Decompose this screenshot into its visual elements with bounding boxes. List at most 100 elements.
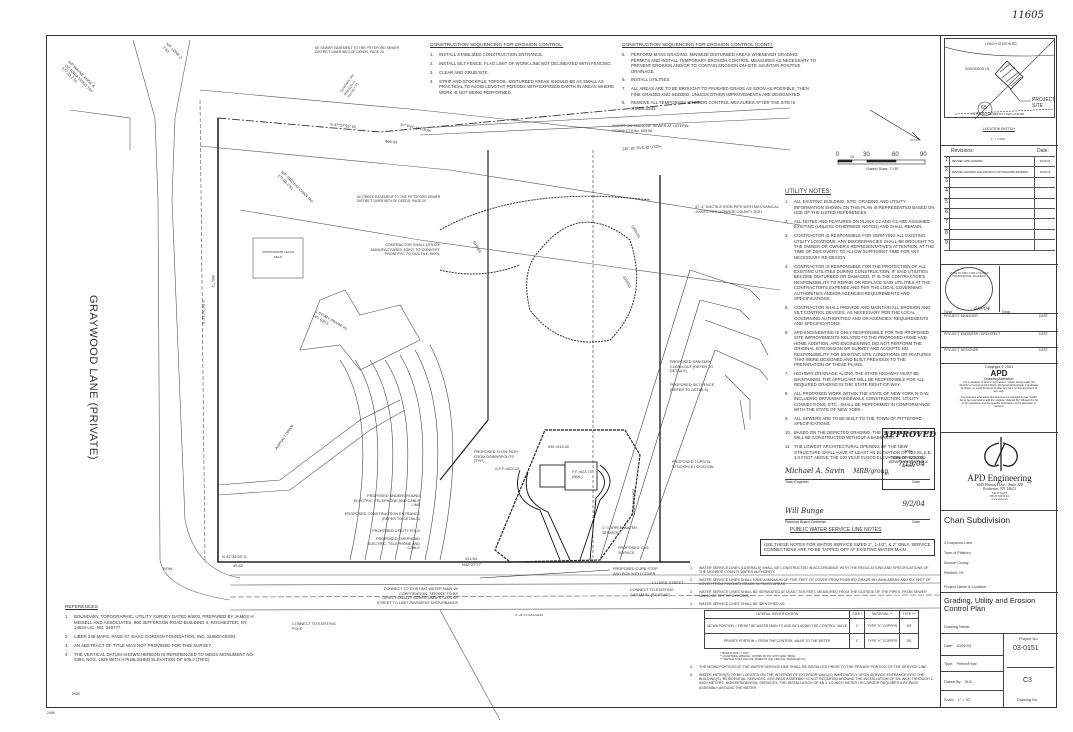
note-number: 4. bbox=[65, 651, 69, 657]
signature-note: MRB/group bbox=[853, 468, 889, 475]
revisions-date-label: Date: bbox=[1037, 148, 1049, 154]
scale-tick-30: 30 bbox=[863, 152, 870, 158]
note-list: 1.INSTALL STABILIZED CONSTRUCTION ENTRAN… bbox=[430, 52, 615, 95]
revision-description bbox=[950, 240, 1035, 250]
creek-easement-label: 60' CREEK EASEMENT TO THE PITTSFORD SEWE… bbox=[357, 195, 441, 203]
overhead-utility-label: PROPOSED OVERHEAD ELECTRIC, TELEPHONE AN… bbox=[367, 537, 420, 551]
title-block: LEHIGH STATION RD. GRAYWOOD LN 65 PROJEC… bbox=[940, 35, 1058, 708]
note-item: 2. LIBER 238 MAPS, PAGE 67 ISAAC GORDON F… bbox=[65, 634, 255, 639]
construction-sequencing-cont-title: CONSTRUCTION SEQUENCING FOR EROSION CONT… bbox=[622, 43, 774, 48]
construction-entrance-label: PROPOSED CONSTRUCTION ENTRANCE (REFER TO… bbox=[344, 512, 420, 521]
note-text: ALL PROPOSED WORK WITHIN THE STATE OF NE… bbox=[794, 390, 931, 412]
ductile-pipe-label: 47'-4" DUCTILE IRON PIPE WITH MECHANICAL… bbox=[695, 205, 779, 214]
water-service-title: PUBLIC WATER SERVICE LINE NOTES bbox=[790, 527, 882, 533]
drawing-no-label: Drawing No. bbox=[1017, 698, 1038, 702]
table-header: SIZE * bbox=[849, 609, 866, 619]
scale-label: Scale: bbox=[944, 698, 955, 702]
revision-description bbox=[950, 219, 1035, 229]
construction-sequencing-cont-notes: CONSTRUCTION SEQUENCING FOR EROSION CONT… bbox=[622, 43, 817, 115]
project-site-marker bbox=[994, 60, 1024, 90]
underground-utility-label: PROPOSED UNDERGROUND ELECTRIC, TELEPHONE… bbox=[353, 494, 420, 508]
invert-label: INVERT ON MAINLINE SEWER AT LATERAL CONN… bbox=[612, 124, 690, 133]
clover-street-label: CLOVER STREET bbox=[652, 581, 684, 585]
revision-row: 9 bbox=[944, 240, 1055, 251]
planning-board-signature-block: Will Bunge 9/2/04 Planning Board Chairma… bbox=[785, 500, 930, 524]
note-item: 1.BOUNDARY, TOPOGRAPHIC, UTILITY SURVEY … bbox=[65, 614, 255, 630]
easement-line bbox=[199, 145, 801, 226]
table-cell: DS bbox=[899, 617, 919, 634]
table-header: TYPE *** bbox=[899, 609, 919, 619]
note-text: ALL SEWERS ARE TO BE BUILT TO THE TOWN O… bbox=[794, 415, 922, 427]
revision-row: 7 bbox=[944, 219, 1055, 230]
revision-number: 2 bbox=[944, 167, 950, 177]
project-no: 03-0151 bbox=[1013, 645, 1039, 652]
note-number: 2. bbox=[430, 61, 434, 67]
note-text: PERFORM MASS GRADING. MINIMIZE DISTURBED… bbox=[631, 52, 817, 74]
footnote: * MINIMUM SIZE = 1 INCH bbox=[720, 651, 749, 655]
note-number: 8. bbox=[622, 100, 626, 106]
note-item: 5.CONTRACTOR SHALL PROVIDE AND MAINTAIN … bbox=[785, 305, 935, 327]
footer-code: 2408 bbox=[72, 692, 80, 696]
note-number: 4. bbox=[785, 263, 789, 269]
revision-number: 7 bbox=[944, 219, 950, 229]
table-header: MATERIAL ** bbox=[864, 609, 901, 619]
note-text: CONTRACTOR IS RESPONSIBLE FOR VERIFYING … bbox=[794, 233, 935, 260]
planning-board-label: Planning Board Chairman bbox=[785, 520, 827, 524]
seal-text: STATE OF NEW YORK LICENSED PROFESSIONAL … bbox=[949, 272, 989, 278]
project-manager-label: PROJECT MANAGER bbox=[944, 314, 978, 318]
note-number: 4. bbox=[690, 601, 693, 606]
project-designer-date: DATE bbox=[1039, 348, 1048, 352]
note-item: 6.WATER METER(S) TO BE LOCATED ON THE IN… bbox=[690, 673, 935, 690]
proposed-contours bbox=[517, 464, 611, 561]
approval-stamp: APPROVED DATE TOWN OF PITTSFORD DEPARTME… bbox=[882, 428, 936, 490]
seal-label: Seal bbox=[944, 309, 953, 314]
utility-notes: UTILITY NOTES:1.ALL EXISTING BUILDING, S… bbox=[785, 189, 935, 464]
alteration-text-1: It is a violation of law for any person,… bbox=[959, 381, 1039, 394]
house-footprint bbox=[564, 461, 598, 491]
table-cell: SS bbox=[899, 632, 919, 649]
town-line-road bbox=[954, 108, 1056, 115]
distance-south-2: 411.54 bbox=[465, 556, 477, 561]
neighbor-line bbox=[69, 109, 131, 150]
table-cell: TYPE "K" COPPER bbox=[864, 632, 901, 649]
note-number: 7. bbox=[785, 371, 789, 377]
date-field-label: Date: bbox=[944, 644, 954, 648]
bearing-south-2: N42°27'27" bbox=[462, 562, 483, 567]
apd-small-logo: APD bbox=[990, 369, 1008, 379]
table-cell: 1" bbox=[849, 617, 866, 634]
revision-number: 6 bbox=[944, 208, 950, 219]
route-number: 65 bbox=[981, 105, 988, 111]
note-number: 5. bbox=[785, 304, 789, 310]
date-label: Date bbox=[912, 520, 920, 524]
note-number: 2. bbox=[65, 634, 69, 640]
town-engineer-signature-block: Michael A. Savin MRB/group 7/19/04 Town … bbox=[785, 460, 930, 484]
note-text: REMOVE ALL TEMPORARY EROSION CONTROL MEA… bbox=[631, 100, 796, 111]
note-number: 5. bbox=[622, 52, 626, 58]
water-main-connection-label: CONNECT TO EXISTING WATER MAIN W/ CORPOR… bbox=[376, 587, 458, 605]
revision-row: 4 bbox=[944, 188, 1055, 199]
planning-board-signature: Will Bunge bbox=[785, 507, 824, 515]
invert-elevation-label: INV.=615.40 bbox=[548, 445, 569, 449]
note-text: LIBER 238 MAPS, PAGE 67 ISAAC GORDON FOU… bbox=[74, 634, 236, 640]
drawn-by-value: SLB bbox=[964, 680, 972, 684]
lehigh-road-line bbox=[945, 46, 1056, 57]
table-row: PRIVATE PORTION = FROM THE CONTROL VALVE… bbox=[703, 632, 919, 649]
row-label: ROW bbox=[163, 567, 173, 571]
flow-path-label: PROPOSED FLOW PATH FROM DOWNSPOUTS (TYP.… bbox=[474, 450, 519, 464]
note-item: 3.CLEAR AND GRUB SITE. bbox=[430, 70, 615, 75]
water-service-notes: 1.WATER SERVICE LINES (LATERALS) SHALL B… bbox=[690, 566, 935, 693]
revision-row: 3 bbox=[944, 177, 1055, 189]
topsoil-label: PROPOSED TOPSOIL STOCKPILE LOCATION bbox=[672, 460, 714, 469]
revision-number: 5 bbox=[944, 198, 950, 208]
note-text: HIGHWAY DRAINAGE ALONG THE STATE HIGHWAY… bbox=[794, 371, 925, 387]
gas-service-label: PROPOSED GAS SERVICE bbox=[618, 546, 649, 555]
firm-fax: 585.273.0274 fax bbox=[989, 495, 1010, 499]
drawing-name: Grading, Utility and Erosion Control Pla… bbox=[944, 596, 1036, 613]
alteration-text-2: Any licensee who alters this document is… bbox=[959, 395, 1039, 408]
construction-sequencing-notes: CONSTRUCTION SEQUENCING FOR EROSION CONT… bbox=[430, 43, 615, 98]
note-list: 1.BOUNDARY, TOPOGRAPHIC, UTILITY SURVEY … bbox=[65, 614, 255, 662]
note-item: 6.INSTALL UTILITIES. bbox=[622, 77, 817, 82]
town-line-road-label: PITTSFORD HENRIETTA TOWN LINE RD. bbox=[971, 112, 1025, 116]
drawn-by-field: Drawn By: SLB bbox=[944, 680, 972, 684]
note-item: 7. HIGHWAY DRAINAGE ALONG THE STATE HIGHW… bbox=[785, 371, 935, 387]
